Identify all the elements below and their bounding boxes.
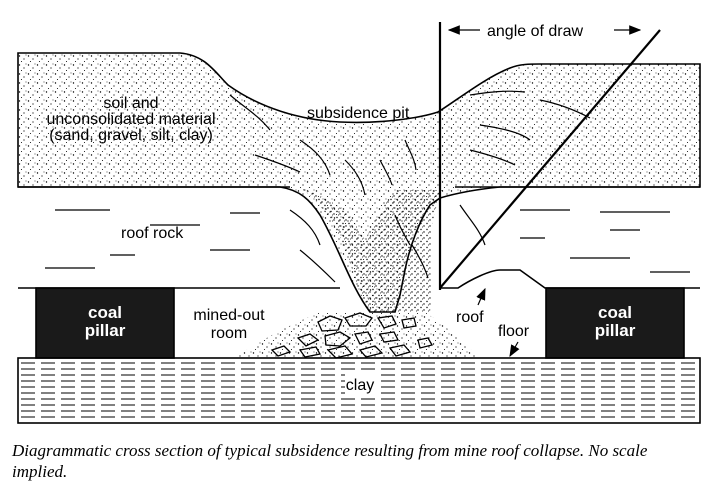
angle-of-draw-line [439, 29, 661, 289]
mined-out-room-line2: room [211, 325, 247, 342]
clay-label-bg [345, 374, 375, 394]
coal-pillar-right-line2: pillar [595, 321, 636, 340]
coal-pillar-left-line2: pillar [85, 321, 126, 340]
coal-pillar-right-line1: coal [598, 303, 632, 322]
roof-pointer-arrow [476, 287, 486, 306]
clay-label: clay [346, 377, 374, 394]
floor-pointer-arrow [509, 341, 520, 358]
coal-pillar-right [545, 287, 685, 359]
coal-pillar-left-line1: coal [88, 303, 122, 322]
collapse-cone [300, 188, 445, 312]
roof-rock-bedding [45, 209, 690, 273]
roof-label: roof [456, 309, 484, 326]
soil-layer [17, 52, 701, 313]
rubble-pile-outline [235, 312, 480, 358]
roof-rock-label: roof rock [121, 225, 184, 242]
roof-line-right [440, 269, 700, 289]
figure-caption: Diagrammatic cross section of typical su… [12, 441, 648, 481]
fracture-lines [229, 90, 591, 283]
subsidence-pit-label: subsidence pit [307, 105, 410, 122]
soil-label-line3: (sand, gravel, silt, clay) [49, 127, 213, 144]
soil-label-line1: soil and [103, 95, 158, 112]
subsidence-cross-section: angle of draw soil and unconsolidated ma… [17, 22, 701, 424]
floor-label: floor [498, 323, 530, 340]
mined-out-room-line1: mined-out [193, 307, 265, 324]
soil-label-line2: unconsolidated material [47, 111, 216, 128]
angle-of-draw-label: angle of draw [487, 23, 584, 40]
